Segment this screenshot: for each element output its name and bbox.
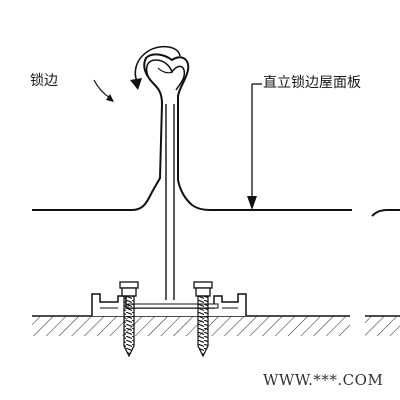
self-drilling-screw [193,281,213,358]
roof-panel [32,53,400,300]
watermark-text: WWW.***.COM [263,371,384,389]
support-clip [91,293,247,316]
self-drilling-screw [119,281,139,358]
down-arrow-icon [247,83,262,210]
seam-motion-icon [93,79,114,102]
standing-seam-panel-label: 直立锁边屋面板 [263,75,361,91]
seam-lock-label: 锁边 [30,73,58,89]
purlin-base [32,315,400,336]
curved-arrow-icon [130,45,181,90]
